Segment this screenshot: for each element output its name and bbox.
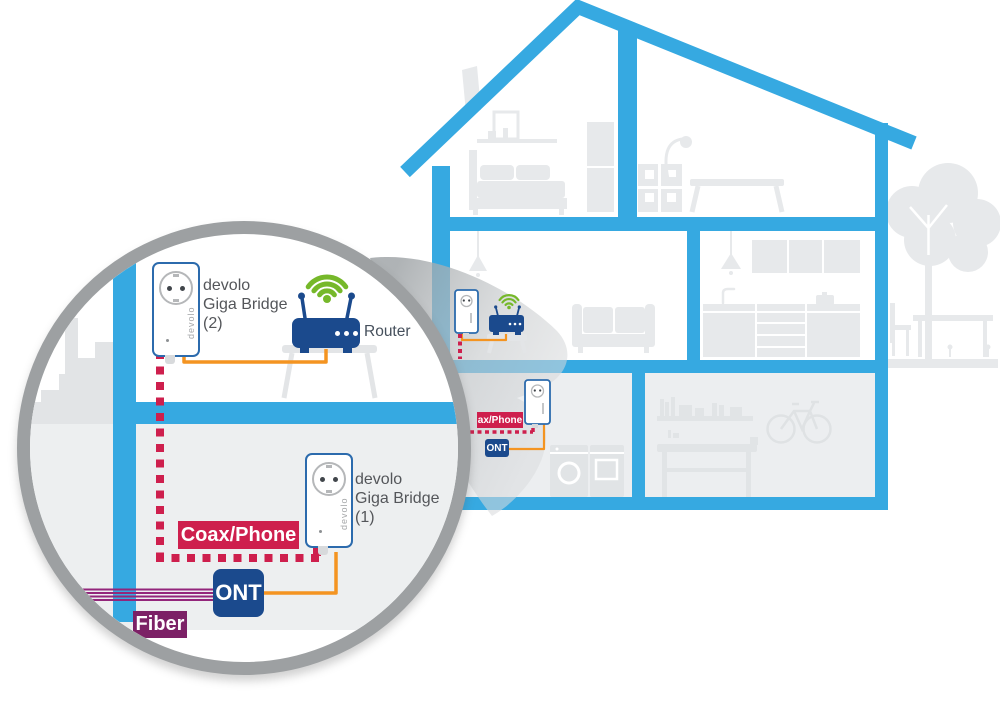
wifi-icon [305, 274, 349, 303]
wardrobe [587, 122, 614, 212]
giga-bridge-1-label: devolo Giga Bridge (1) [355, 471, 440, 526]
router-led [335, 331, 340, 336]
basement-wall [632, 373, 645, 498]
giga-bridge-1-device: devolo [305, 453, 353, 555]
roof [400, 0, 917, 178]
ont-box-small: ONT [485, 439, 509, 457]
coax-phone-badge: Coax/Phone [178, 521, 299, 549]
second-floor-furniture [469, 231, 860, 357]
giga-bridge-2-label: devolo Giga Bridge (2) [203, 277, 288, 332]
house-scene-graphics [454, 289, 551, 451]
garden [886, 163, 1000, 368]
magnifier-circle: Router devolo devolo Giga Bridge (2) [17, 221, 471, 675]
kitchen [703, 231, 860, 357]
device-led [319, 530, 322, 533]
magnifier-graphics [30, 274, 378, 601]
garden-chair [890, 303, 911, 356]
staircase [30, 342, 113, 423]
lan-cable-router [182, 349, 328, 364]
router-label: Router [364, 323, 411, 340]
attic-floor [441, 217, 882, 231]
coax-dashed-line [156, 351, 322, 562]
device-connector [318, 546, 328, 555]
lan-cable-ont [264, 552, 338, 595]
dryer [590, 445, 624, 497]
faucet [721, 287, 736, 305]
device-brand-text: devolo [339, 497, 349, 530]
staircase-post [65, 318, 78, 375]
router-led [344, 331, 349, 336]
fiber-badge: Fiber [133, 611, 187, 638]
giga-bridge-1-small [524, 379, 551, 428]
device-led [166, 339, 169, 342]
power-socket [159, 271, 193, 305]
cube-shelf [638, 164, 682, 212]
device-brand-text: devolo [186, 306, 196, 339]
second-floor-wall [687, 231, 700, 361]
pot [816, 295, 834, 305]
device-connector [165, 355, 175, 364]
ground-strip [888, 359, 998, 368]
basement-floor [432, 497, 888, 510]
house-wall [113, 234, 136, 622]
bed [469, 150, 567, 215]
attic-furniture [462, 66, 785, 215]
house-floor [136, 402, 458, 424]
attic-wall [618, 27, 637, 218]
giga-bridge-2-device: devolo [152, 262, 200, 364]
sofa [572, 304, 655, 353]
tree [886, 163, 1000, 360]
router-led [353, 331, 358, 336]
wall-shelf [657, 397, 753, 438]
power-socket [312, 462, 346, 496]
bicycle [766, 400, 832, 444]
garden-table [913, 315, 993, 357]
basement-furniture [550, 397, 832, 497]
router-antennas [298, 292, 355, 353]
router-small [489, 305, 524, 335]
ont-box: ONT [213, 569, 264, 617]
coax-dashed-small-basement [470, 425, 535, 434]
washing-machine [550, 445, 588, 497]
fiber-cable [60, 588, 213, 601]
wifi-icon-small [498, 294, 520, 310]
house-structure [400, 0, 917, 510]
desk-lamp [661, 136, 692, 181]
desk [689, 179, 785, 213]
right-wall [875, 123, 888, 510]
giga-bridge-2-small [454, 289, 479, 337]
coax-phone-badge-small: ax/Phone [477, 412, 523, 428]
workbench [657, 437, 758, 497]
side-table [281, 345, 378, 399]
router-device [292, 318, 360, 348]
lan-cable-small-basement [508, 424, 546, 451]
living-room-lamp [469, 231, 487, 277]
